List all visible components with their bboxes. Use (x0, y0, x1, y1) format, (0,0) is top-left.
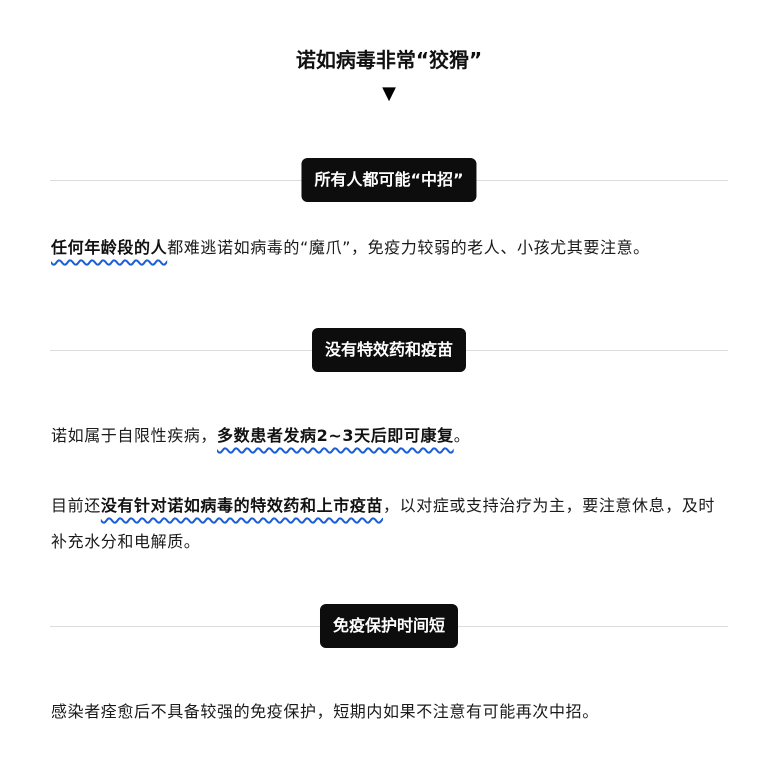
paragraph-text: 都难逃诺如病毒的“魔爪”，免疫力较弱的老人、小孩尤其要注意。 (167, 238, 650, 257)
paragraph-everyone: 任何年龄段的人都难逃诺如病毒的“魔爪”，免疫力较弱的老人、小孩尤其要注意。 (51, 230, 731, 266)
paragraph-self-limiting: 诺如属于自限性疾病，多数患者发病2~3天后即可康复。 (51, 418, 731, 454)
section-header-no-medicine: 没有特效药和疫苗 (50, 328, 728, 374)
paragraph-reinfection: 感染者痊愈后不具备较强的免疫保护，短期内如果不注意有可能再次中招。 (51, 694, 731, 730)
paragraph-text: ，以对症或支持治疗为主，要注意休息，及时补充水分和电解质。 (51, 496, 716, 551)
highlighted-text: 没有针对诺如病毒的特效药和上市疫苗 (100, 496, 384, 515)
paragraph-text: 目前还 (51, 496, 101, 515)
section-header-everyone: 所有人都可能“中招” (50, 158, 728, 204)
section-badge: 所有人都可能“中招” (301, 158, 477, 202)
down-triangle-icon: ▼ (382, 83, 396, 104)
paragraph-text: 诺如属于自限性疾病， (51, 426, 218, 445)
paragraph-no-vaccine: 目前还没有针对诺如病毒的特效药和上市疫苗，以对症或支持治疗为主，要注意休息，及时… (51, 488, 731, 560)
article-title: 诺如病毒非常“狡猾” (295, 48, 483, 72)
highlighted-text: 多数患者发病2~3天后即可康复 (217, 426, 454, 445)
section-header-short-immunity: 免疫保护时间短 (50, 604, 728, 650)
highlighted-text: 任何年龄段的人 (51, 238, 168, 257)
paragraph-text: 感染者痊愈后不具备较强的免疫保护，短期内如果不注意有可能再次中招。 (51, 702, 599, 721)
paragraph-text: 。 (453, 426, 471, 445)
section-badge: 免疫保护时间短 (319, 604, 459, 648)
section-badge: 没有特效药和疫苗 (311, 328, 467, 372)
